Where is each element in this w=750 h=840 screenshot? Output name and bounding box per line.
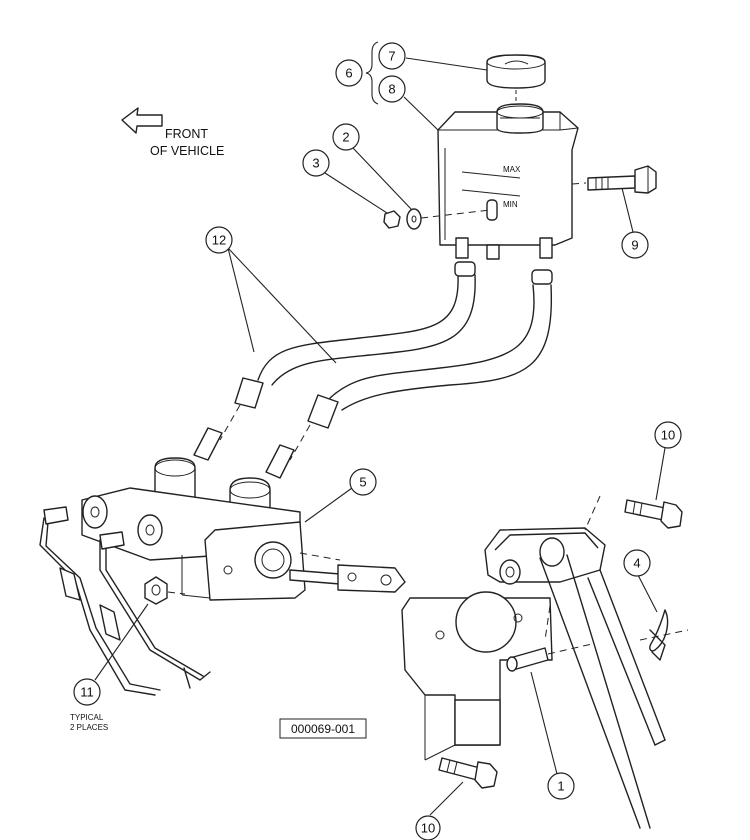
svg-text:12: 12 [212,233,226,248]
reservoir-min-mark: MIN [503,200,518,209]
brake-lines [39,506,211,696]
svg-text:10: 10 [661,428,675,443]
reservoir-cap [486,54,546,110]
callout-10-upper: 10 [654,421,682,449]
reservoir-max-mark: MAX [503,165,521,174]
figure-id: 000069-001 [291,722,355,736]
callout-8: 8 [378,75,406,103]
svg-text:9: 9 [631,238,638,253]
reservoir-hoses [193,261,553,479]
front-direction-arrow: FRONT OF VEHICLE [121,107,224,158]
reservoir-bolt [571,165,657,194]
svg-text:7: 7 [388,49,395,64]
callout-1: 1 [547,772,575,800]
mounting-nut [144,576,186,605]
callout-9: 9 [621,231,649,259]
mounting-bracket [401,495,606,761]
callout-10-lower: 10 [415,815,441,840]
callout-4: 4 [623,549,651,577]
svg-text:1: 1 [557,779,564,794]
callout-2: 2 [332,123,360,151]
callout-3: 3 [302,149,330,177]
nut [383,210,401,229]
pivot-pin [506,643,593,672]
callout-5: 5 [349,468,377,496]
bracket-bolt-upper [624,499,683,529]
washer [406,208,422,230]
callout-7: 7 [378,42,406,70]
fluid-reservoir: MAX MIN [437,103,579,260]
brake-pedal-arm [539,554,666,829]
svg-text:6: 6 [345,66,352,81]
svg-text:3: 3 [312,156,319,171]
front-label-line1: FRONT [165,127,208,141]
callout-6: 6 [335,59,363,87]
callout-12: 12 [205,226,233,254]
figure-id-box: 000069-001 [279,718,367,739]
bracket-bolt-lower [438,757,498,789]
svg-text:5: 5 [359,475,366,490]
push-rod [289,552,406,593]
svg-text:11: 11 [80,685,94,700]
typical-note-line2: 2 PLACES [70,723,108,732]
master-cylinder [81,457,306,601]
callout-11: 11 [73,678,101,706]
front-label-line2: OF VEHICLE [150,144,224,158]
svg-text:2: 2 [342,130,349,145]
svg-text:8: 8 [388,82,395,97]
svg-text:4: 4 [633,556,640,571]
typical-note-line1: TYPICAL [70,713,104,722]
svg-text:10: 10 [421,821,435,836]
hairpin-clip [639,609,689,661]
callout-leaders [94,41,666,816]
